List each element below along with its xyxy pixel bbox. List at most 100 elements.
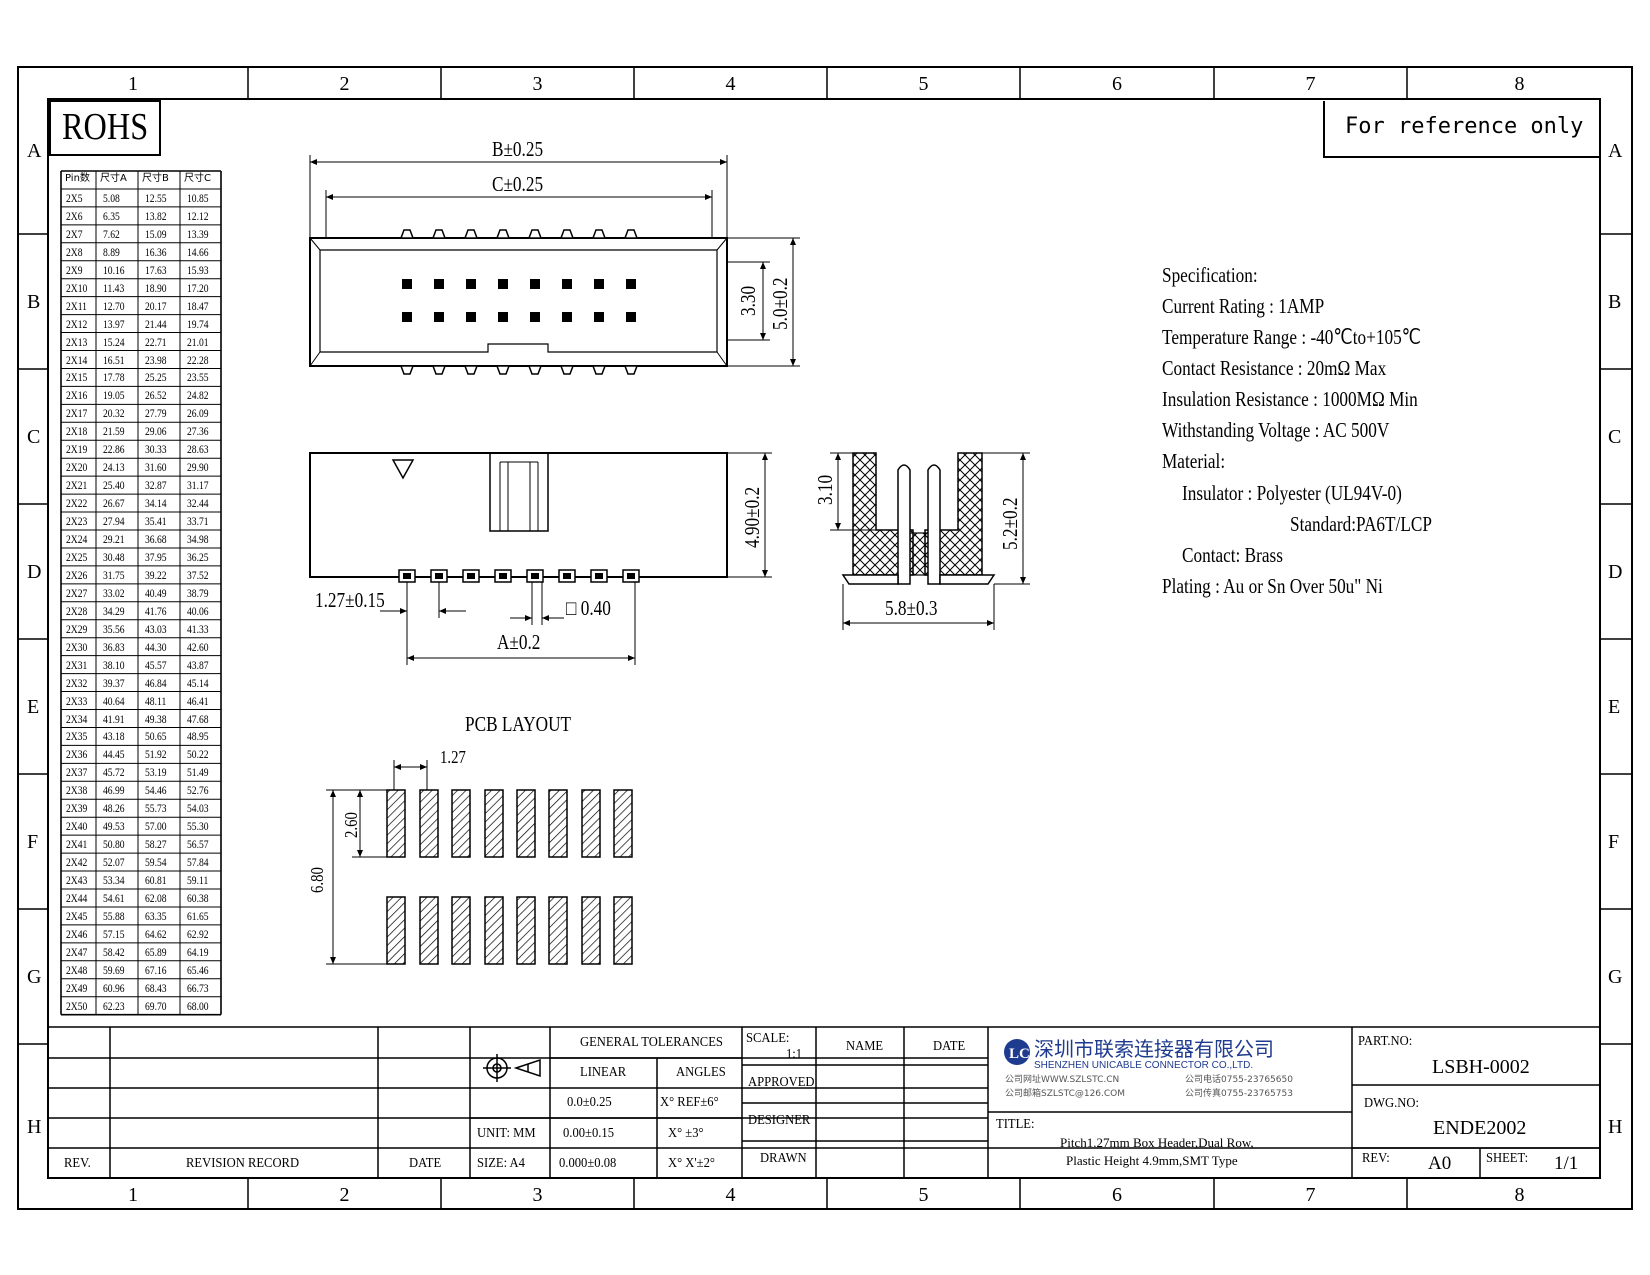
- size-table-cell: 54.61: [103, 891, 125, 905]
- size-table-cell: 2X16: [66, 388, 88, 403]
- size-table-cell: 18.90: [145, 280, 167, 295]
- size-table-cell: 50.80: [103, 837, 125, 852]
- pcb-pad: [516, 896, 536, 965]
- size-label: SIZE: A4: [477, 1156, 525, 1171]
- part-no-value: LSBH-0002: [1432, 1056, 1530, 1078]
- size-table-cell: 66.73: [187, 980, 209, 995]
- size-table-cell: 10.16: [103, 262, 125, 277]
- approved-label: APPROVED: [748, 1075, 815, 1090]
- size-table-cell: 40.06: [187, 603, 209, 618]
- designer-label: DESIGNER: [748, 1113, 811, 1128]
- top-pin: [626, 312, 636, 322]
- size-table-cell: 31.75: [103, 567, 125, 582]
- front-pin-core: [563, 573, 571, 579]
- size-table-cell: 2X44: [66, 891, 88, 905]
- size-table-cell: 19.74: [187, 316, 209, 331]
- pcb-pad: [581, 896, 601, 965]
- size-table-cell: 35.56: [103, 621, 125, 636]
- size-table-cell: 2X10: [66, 280, 88, 295]
- size-table-cell: 2X15: [66, 370, 88, 385]
- size-table-cell: 2X42: [66, 855, 88, 870]
- pcb-pad: [419, 896, 439, 965]
- size-table-cell: 28.63: [187, 442, 209, 457]
- dwg-no-label: DWG.NO:: [1364, 1096, 1419, 1111]
- pcb-layout: [326, 760, 633, 965]
- pcb-pad: [548, 789, 568, 858]
- pcb-total-label: 6.80: [307, 867, 327, 893]
- size-table-cell: 58.42: [103, 944, 125, 959]
- size-table-header: 尺寸C: [184, 173, 211, 184]
- column-label: 1: [128, 1184, 138, 1206]
- size-table-cell: 34.29: [103, 603, 125, 618]
- size-table-cell: 2X40: [66, 819, 88, 834]
- size-table-cell: 63.35: [145, 908, 167, 923]
- top-pin: [594, 279, 604, 289]
- size-table-cell: 57.15: [103, 926, 125, 941]
- size-table-cell: 35.41: [145, 514, 167, 529]
- column-label: 3: [532, 1184, 543, 1206]
- top-lead: [591, 229, 607, 239]
- company-phone: 公司电话0755-23765650: [1185, 1075, 1293, 1085]
- size-table-cell: 56.57: [187, 837, 209, 852]
- size-table-cell: 55.30: [187, 819, 209, 834]
- pcb-pad: [451, 789, 471, 858]
- size-table-cell: 27.94: [103, 514, 125, 529]
- size-table-cell: 31.17: [187, 478, 209, 493]
- size-table-cell: 69.70: [145, 998, 167, 1013]
- size-table-cell: 18.47: [187, 298, 209, 313]
- top-pin: [466, 279, 476, 289]
- size-table-cell: 49.38: [145, 711, 167, 726]
- rohs-label: ROHS: [62, 106, 149, 148]
- size-table-cell: 55.88: [103, 908, 125, 923]
- rev-header: REV.: [64, 1156, 91, 1171]
- size-table-cell: 44.45: [103, 747, 125, 762]
- size-table-cell: 20.32: [103, 406, 125, 421]
- size-table-cell: 53.19: [145, 765, 167, 780]
- name-header: NAME: [846, 1039, 884, 1054]
- row-label: B: [1608, 290, 1622, 313]
- size-table-cell: 2X32: [66, 675, 88, 690]
- size-table-cell: 52.76: [187, 783, 209, 798]
- top-pin: [530, 279, 540, 289]
- size-table-cell: 2X8: [66, 244, 83, 259]
- size-table-cell: 7.62: [103, 226, 120, 241]
- size-table-cell: 15.24: [103, 334, 125, 349]
- company-name-en: SHENZHEN UNICABLE CONNECTOR CO.,LTD.: [1034, 1060, 1254, 1071]
- angle-tol-3: X° X'±2°: [668, 1156, 715, 1171]
- size-table-header: Pin数: [65, 173, 90, 184]
- size-table-cell: 16.36: [145, 244, 167, 259]
- row-label: C: [27, 425, 41, 448]
- front-pin-core: [403, 573, 411, 579]
- top-pin: [530, 312, 540, 322]
- size-table-cell: 60.81: [145, 873, 167, 888]
- top-lead: [623, 229, 639, 239]
- size-table-cell: 23.98: [145, 352, 167, 367]
- size-table-cell: 52.07: [103, 855, 125, 870]
- row-label: H: [27, 1115, 42, 1138]
- rev-value: A0: [1428, 1153, 1452, 1174]
- size-table-cell: 2X9: [66, 262, 83, 277]
- scale-label: SCALE:: [746, 1031, 790, 1046]
- size-table-cell: 2X50: [66, 998, 88, 1013]
- size-table-cell: 31.60: [145, 460, 167, 475]
- size-table-cell: 34.14: [145, 496, 167, 511]
- row-label: D: [1608, 560, 1623, 583]
- spec-line: Insulator : Polyester (UL94V-0): [1182, 481, 1402, 505]
- size-table-cell: 38.79: [187, 585, 209, 600]
- size-table-cell: 48.95: [187, 729, 209, 744]
- column-label: 1: [128, 73, 138, 95]
- size-table-cell: 2X21: [66, 478, 88, 493]
- size-table-cell: 23.55: [187, 370, 209, 385]
- size-table-cell: 2X18: [66, 424, 88, 439]
- size-table-cell: 2X29: [66, 621, 88, 636]
- column-label: 6: [1112, 73, 1122, 95]
- dim-pitch-label: 1.27±0.15: [315, 588, 385, 612]
- size-table-cell: 43.18: [103, 729, 125, 744]
- pcb-pad: [451, 896, 471, 965]
- front-pin-core: [531, 573, 539, 579]
- top-pin: [466, 312, 476, 322]
- size-table-cell: 54.03: [187, 801, 209, 816]
- bottom-lead: [463, 365, 479, 375]
- size-table-cell: 59.11: [187, 873, 209, 888]
- size-table-cell: 32.87: [145, 478, 167, 493]
